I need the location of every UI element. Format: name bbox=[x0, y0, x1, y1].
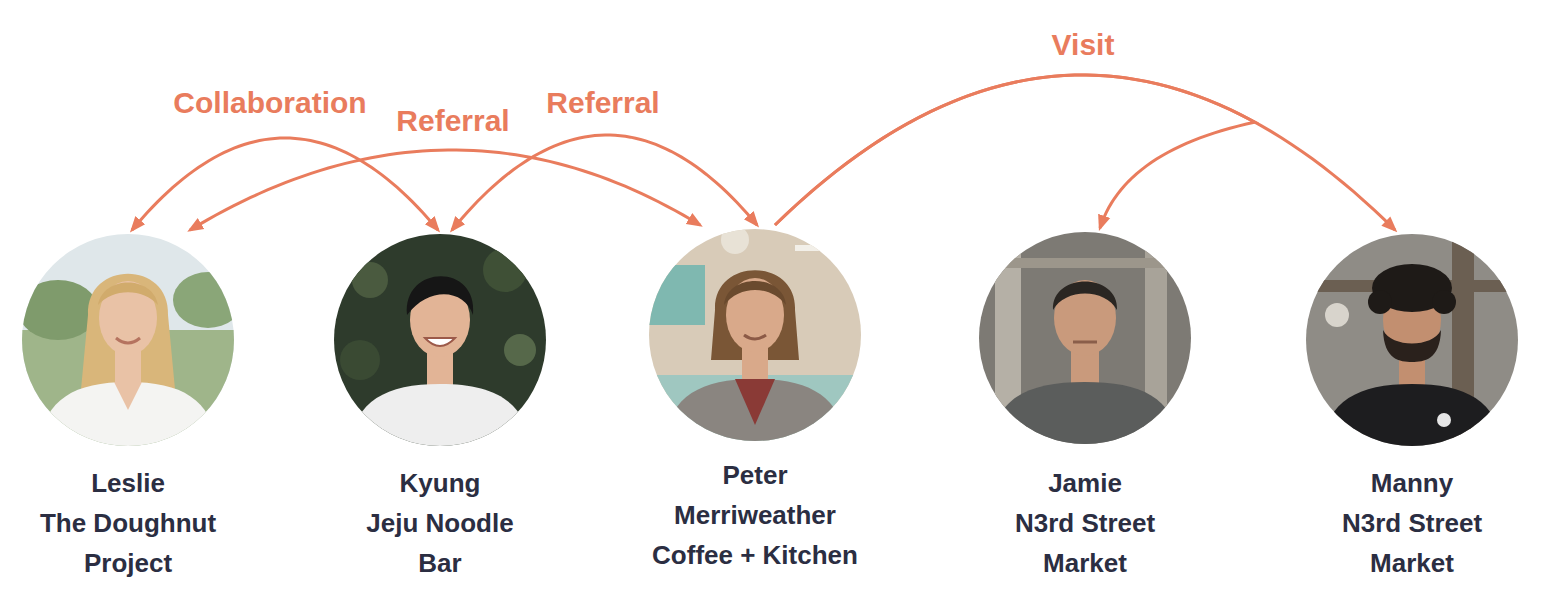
business-name: The Doughnut Project bbox=[28, 503, 228, 583]
relation-arrow bbox=[452, 135, 757, 230]
person-name: Manny bbox=[1371, 463, 1453, 503]
photo-space bbox=[20, 234, 236, 463]
person-name: Jamie bbox=[1048, 463, 1122, 503]
business-name: N3rd Street Market bbox=[985, 503, 1185, 583]
person-name: Leslie bbox=[91, 463, 165, 503]
business-name: Merriweather Coffee + Kitchen bbox=[640, 495, 870, 575]
business-name: N3rd Street Market bbox=[1312, 503, 1512, 583]
photo-space bbox=[632, 229, 878, 455]
relation-arrow bbox=[775, 75, 1395, 230]
photo-space bbox=[1304, 234, 1520, 463]
person-photo bbox=[645, 225, 865, 445]
person-node: KyungJeju Noodle Bar bbox=[334, 234, 546, 583]
person-photo bbox=[975, 228, 1195, 448]
person-node: LeslieThe Doughnut Project bbox=[20, 234, 236, 583]
edge-label-holder: Referral bbox=[390, 103, 515, 139]
photo-space bbox=[977, 232, 1193, 463]
edge-label: Referral bbox=[390, 103, 515, 139]
edge-label-holder: Collaboration bbox=[167, 85, 372, 121]
edge-label-holder: Visit bbox=[1046, 27, 1121, 63]
person-photo bbox=[1302, 230, 1522, 450]
person-node: MannyN3rd Street Market bbox=[1304, 234, 1520, 583]
edge-label-holder: Referral bbox=[540, 85, 665, 121]
business-name: Jeju Noodle Bar bbox=[350, 503, 530, 583]
photo-space bbox=[334, 234, 546, 463]
relation-arrow bbox=[190, 150, 700, 230]
person-photo bbox=[330, 230, 550, 450]
person-node: JamieN3rd Street Market bbox=[977, 232, 1193, 583]
edge-label: Referral bbox=[540, 85, 665, 121]
edge-label: Visit bbox=[1046, 27, 1121, 63]
person-photo bbox=[18, 230, 243, 450]
person-node: PeterMerriweather Coffee + Kitchen bbox=[632, 229, 878, 575]
edge-label: Collaboration bbox=[167, 85, 372, 121]
person-name: Kyung bbox=[400, 463, 481, 503]
relation-arrow bbox=[775, 75, 1255, 228]
person-name: Peter bbox=[722, 455, 787, 495]
